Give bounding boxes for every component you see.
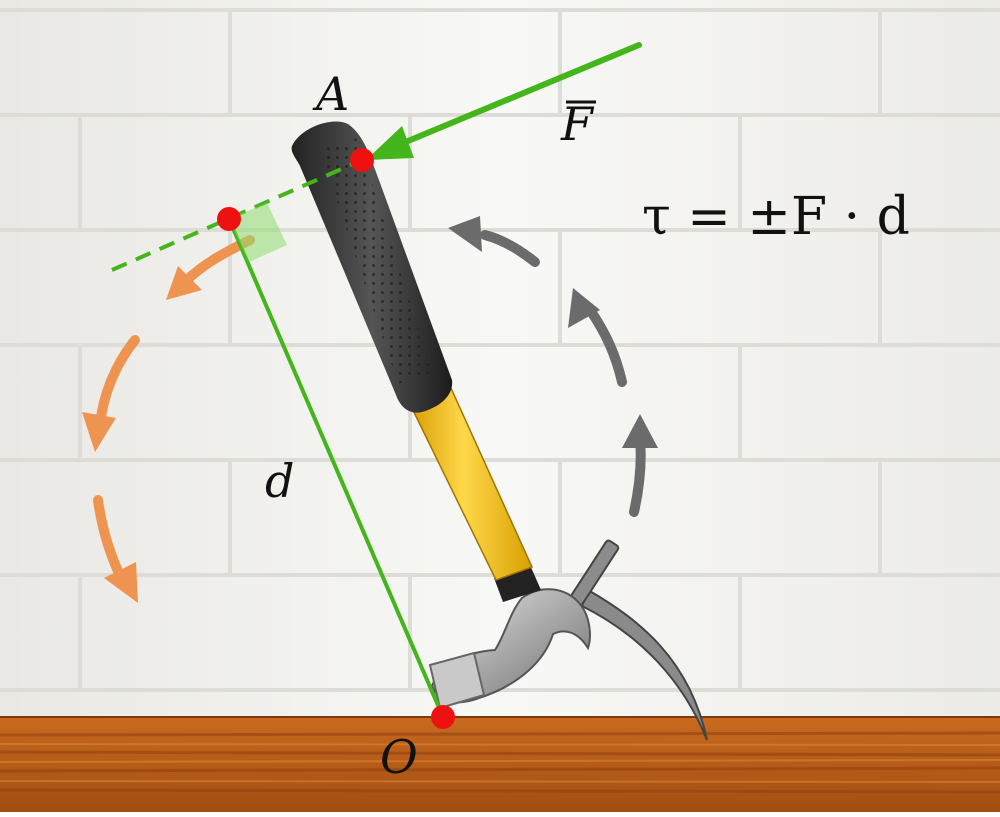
torque-formula: τ = ±F · d — [642, 187, 910, 247]
label-point-o: O — [380, 730, 418, 784]
point-a — [350, 148, 374, 172]
label-distance: d — [265, 454, 294, 508]
point-o — [431, 705, 455, 729]
brick-wall — [0, 0, 1000, 720]
label-point-a: A — [312, 67, 349, 121]
wooden-floor — [0, 716, 1000, 812]
lever-arm-line — [227, 218, 445, 718]
rotation-arrowheads-hammer — [448, 216, 658, 448]
right-angle-marker — [229, 203, 287, 262]
label-force: F — [560, 97, 595, 151]
lever-arm-foot-point — [217, 207, 241, 231]
rotation-arrowheads-opposite — [82, 266, 202, 603]
force-vector — [366, 42, 642, 160]
claw-hammer-icon — [291, 121, 591, 710]
